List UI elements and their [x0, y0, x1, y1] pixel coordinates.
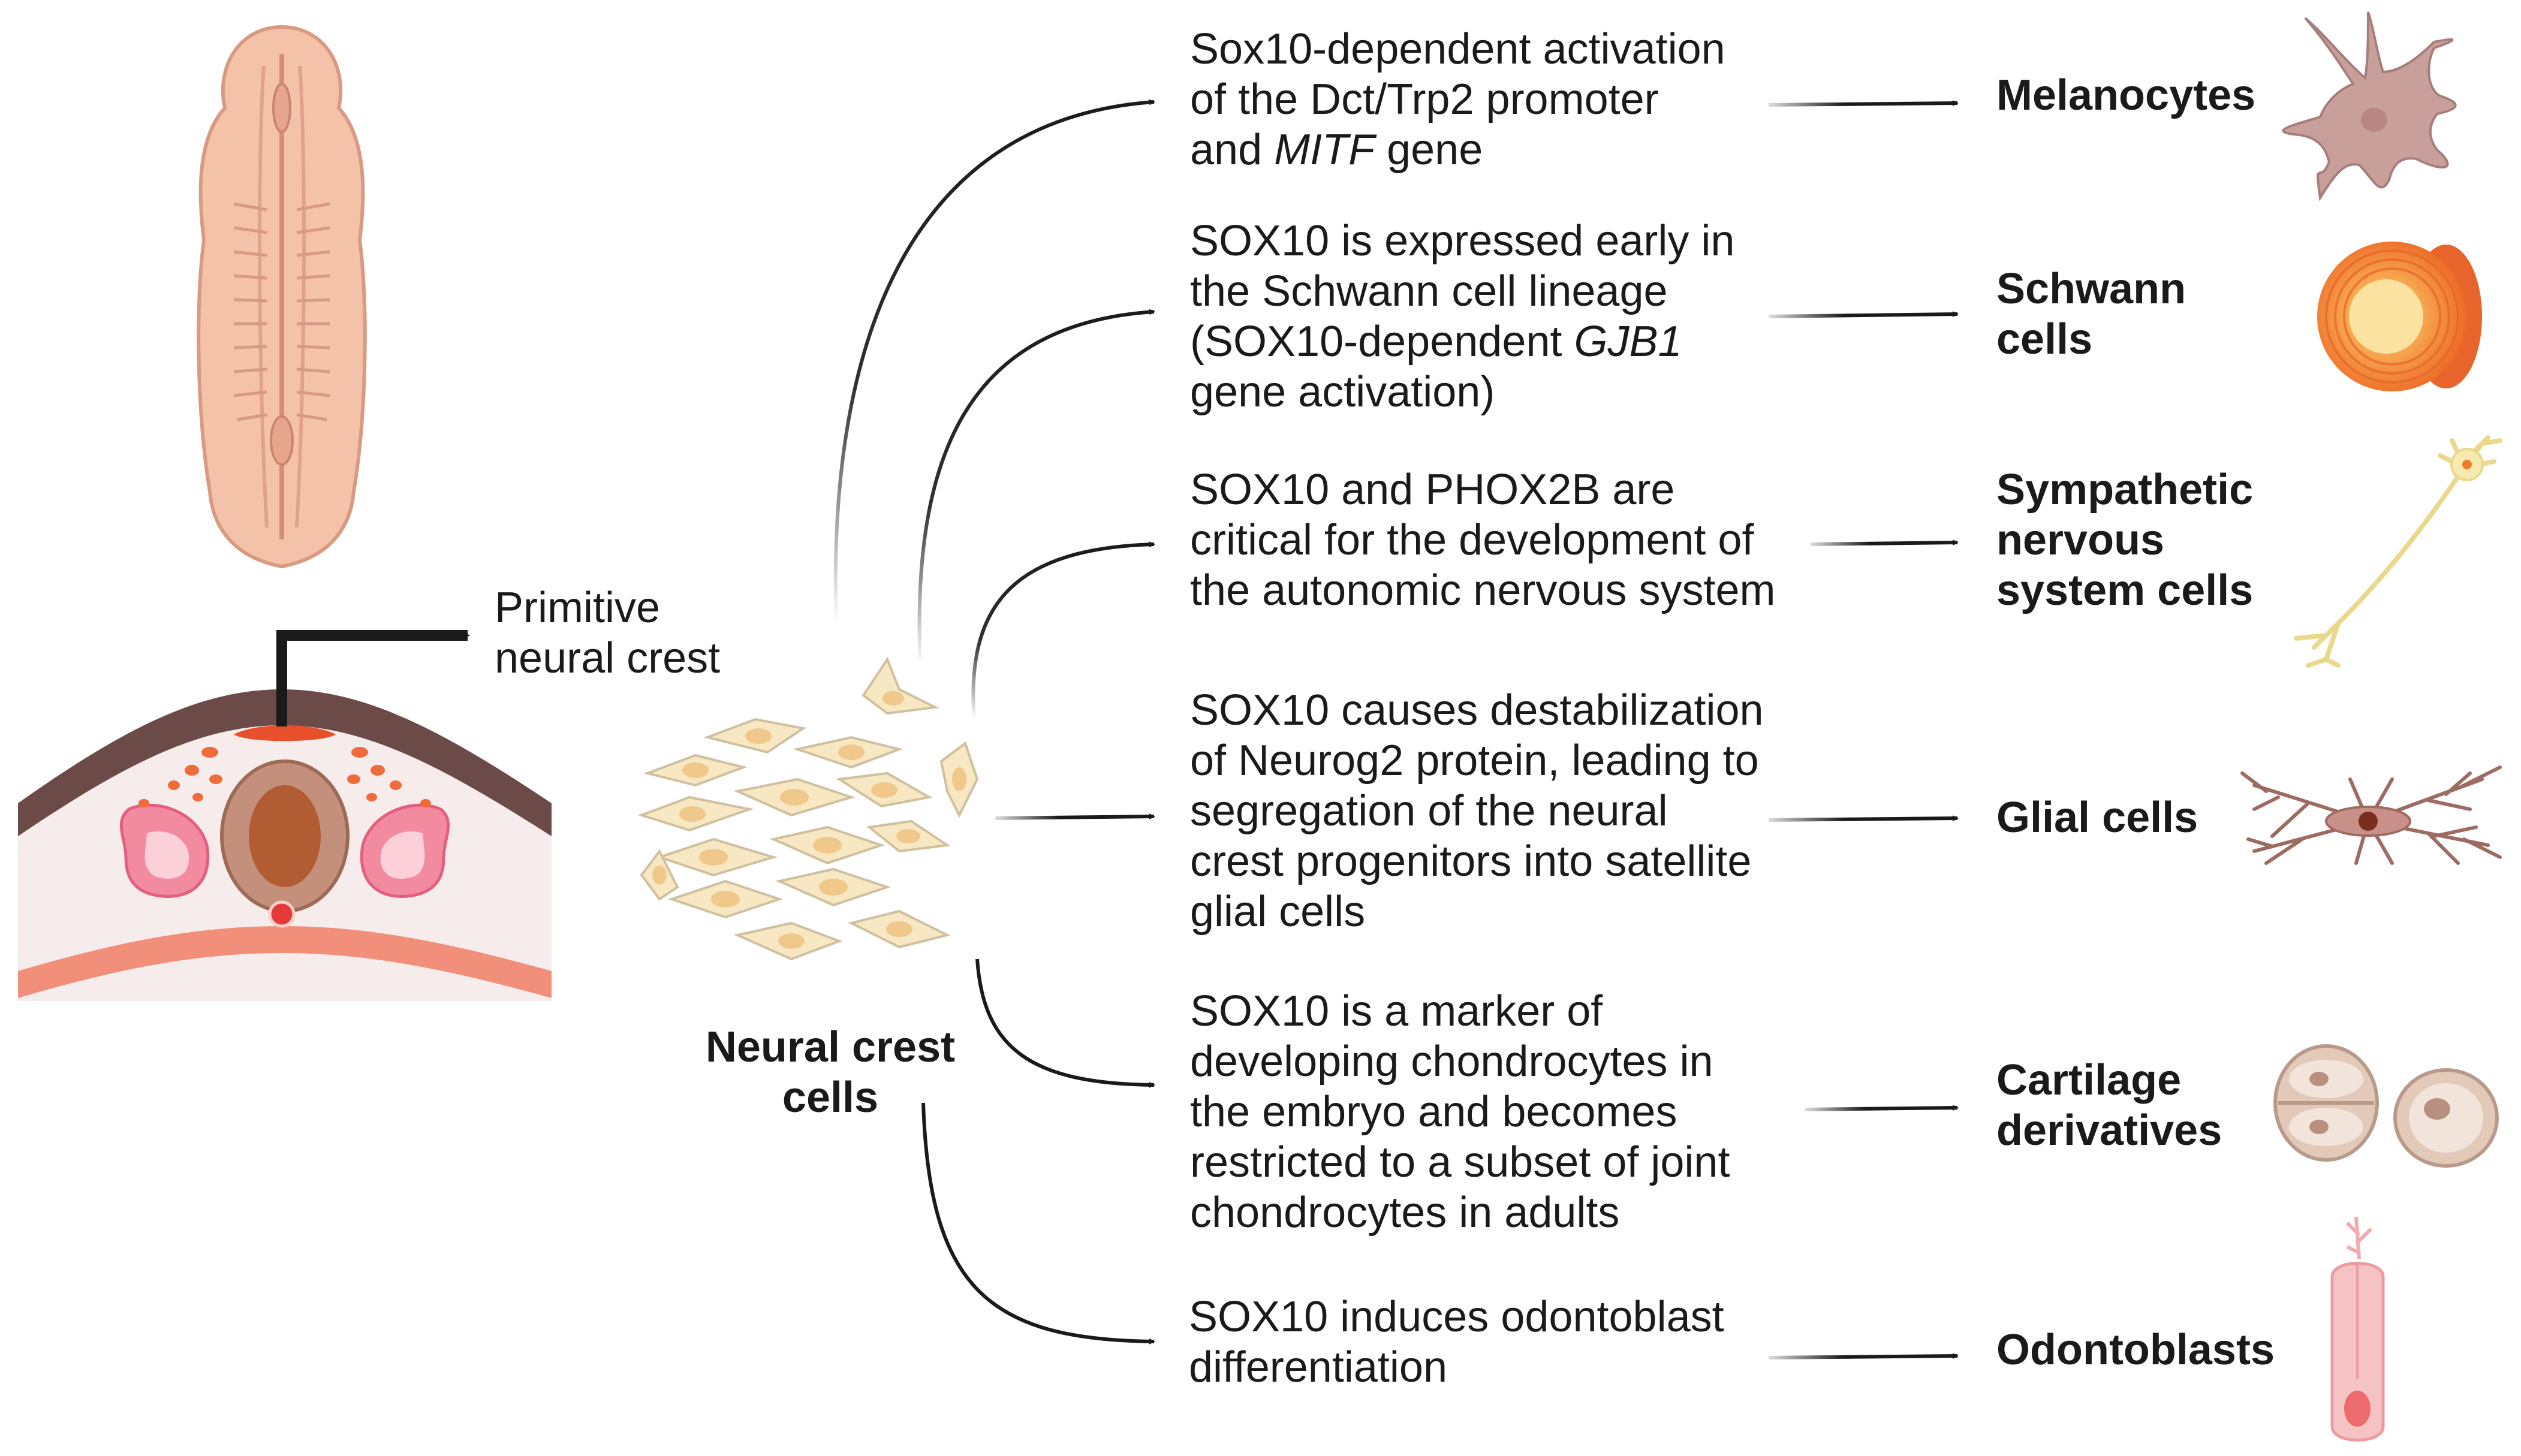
cell-type-line: Schwann [1996, 265, 2186, 313]
glial-cell-icon [2240, 765, 2502, 865]
description-line: SOX10 is expressed early in [1190, 216, 1734, 266]
connector-cartilage [975, 958, 1155, 1088]
schwann-cell-icon [2317, 242, 2482, 391]
description-text: restricted to a subset of joint [1190, 1138, 1730, 1186]
odontoblast-icon [2330, 1216, 2385, 1442]
cell-type-line: Sympathetic [1996, 466, 2254, 514]
cell-type-label: Odontoblasts [1996, 1325, 2275, 1375]
description-text: SOX10 and PHOX2B are [1190, 466, 1675, 514]
description-text: SOX10 is a marker of [1190, 987, 1603, 1035]
description-text: critical for the development of [1190, 516, 1754, 564]
connector-melanocytes [833, 99, 1155, 624]
cell-type-label: Melanocytes [1996, 70, 2255, 120]
description-text: of the Dct/Trp2 promoter [1190, 76, 1659, 123]
description-line: SOX10 causes destabilization [1190, 685, 1764, 735]
description-text: SOX10 is expressed early in [1190, 217, 1735, 265]
neural-crest-cells-icon [637, 656, 979, 961]
description-line: the embryo and becomes [1190, 1087, 1730, 1137]
embryo-icon [197, 25, 367, 569]
description-line: and MITF gene [1190, 125, 1725, 175]
cell-type-label: Glial cells [1996, 792, 2198, 843]
pathway-connectors [833, 99, 1155, 1345]
label-line: cells [782, 1074, 879, 1122]
connector-schwann [917, 309, 1155, 666]
cell-type-line: Odontoblasts [1996, 1326, 2275, 1374]
connector-glial [995, 813, 1155, 820]
cell-type-line: Cartilage [1996, 1056, 2182, 1104]
description-text: developing chondrocytes in [1190, 1038, 1713, 1086]
description-text: of Neurog2 protein, leading to [1190, 737, 1759, 785]
description-line: the autonomic nervous system [1190, 565, 1775, 616]
description-line: SOX10 and PHOX2B are [1190, 465, 1775, 515]
cell-type-line: system cells [1996, 566, 2254, 614]
connector-sympathetic [971, 541, 1155, 720]
description-text: the embryo and becomes [1190, 1088, 1677, 1136]
gene-name: MITF [1274, 126, 1375, 174]
description-line: restricted to a subset of joint [1190, 1137, 1730, 1187]
description-text: SOX10 induces odontoblast [1189, 1293, 1724, 1341]
description-line: SOX10 induces odontoblast [1189, 1292, 1724, 1342]
description-line: developing chondrocytes in [1190, 1036, 1730, 1087]
cell-type-line: cells [1996, 315, 2093, 363]
description-line: of Neurog2 protein, leading to [1190, 735, 1764, 786]
description-text: chondrocytes in adults [1190, 1189, 1620, 1237]
description-line: segregation of the neural [1190, 786, 1764, 836]
label-line: Primitive [495, 584, 661, 632]
description-text: glial cells [1190, 888, 1366, 936]
neuron-icon [2294, 435, 2502, 668]
description-text: the autonomic nervous system [1190, 566, 1776, 614]
description-line: SOX10 is a marker of [1190, 986, 1730, 1036]
cell-type-line: Glial cells [1996, 794, 2198, 842]
description-line: differentiation [1189, 1342, 1724, 1392]
cell-type-line: derivatives [1996, 1107, 2222, 1154]
description-line: chondrocytes in adults [1190, 1187, 1730, 1238]
description-text: the Schwann cell lineage [1190, 267, 1668, 315]
chondrocyte-icon [2273, 1044, 2499, 1168]
description-line: (SOX10-dependent GJB1 [1190, 316, 1734, 367]
description-text: Sox10-dependent activation [1190, 25, 1725, 73]
neural-crest-cells-label: Neural crest cells [695, 1022, 965, 1123]
description-line: of the Dct/Trp2 promoter [1190, 74, 1725, 125]
cell-type-line: nervous [1996, 516, 2165, 564]
description-line: the Schwann cell lineage [1190, 266, 1734, 316]
outcome-arrows [1768, 100, 1959, 1359]
description-line: glial cells [1190, 887, 1764, 937]
cell-type-line: Melanocytes [1996, 71, 2256, 119]
description-text: and [1190, 126, 1275, 174]
description-line: gene activation) [1190, 367, 1734, 417]
description-text: gene activation) [1190, 368, 1495, 416]
description-text: segregation of the neural [1190, 787, 1668, 835]
description-text: SOX10 causes destabilization [1190, 686, 1764, 734]
description-line: crest progenitors into satellite [1190, 836, 1764, 887]
melanocyte-icon [2282, 11, 2457, 201]
description-text: differentiation [1189, 1343, 1447, 1391]
label-line: Neural crest [705, 1023, 956, 1071]
gene-name: GJB1 [1574, 318, 1682, 366]
embryo-cross-section-icon [18, 630, 552, 1001]
description-line: critical for the development of [1190, 515, 1775, 565]
description-line: Sox10-dependent activation [1190, 24, 1725, 74]
description-text: gene [1375, 126, 1483, 174]
description-text: crest progenitors into satellite [1190, 837, 1752, 885]
description-text: (SOX10-dependent [1190, 318, 1574, 366]
label-line: neural crest [495, 634, 721, 682]
primitive-neural-crest-label: Primitive neural crest [495, 583, 720, 683]
